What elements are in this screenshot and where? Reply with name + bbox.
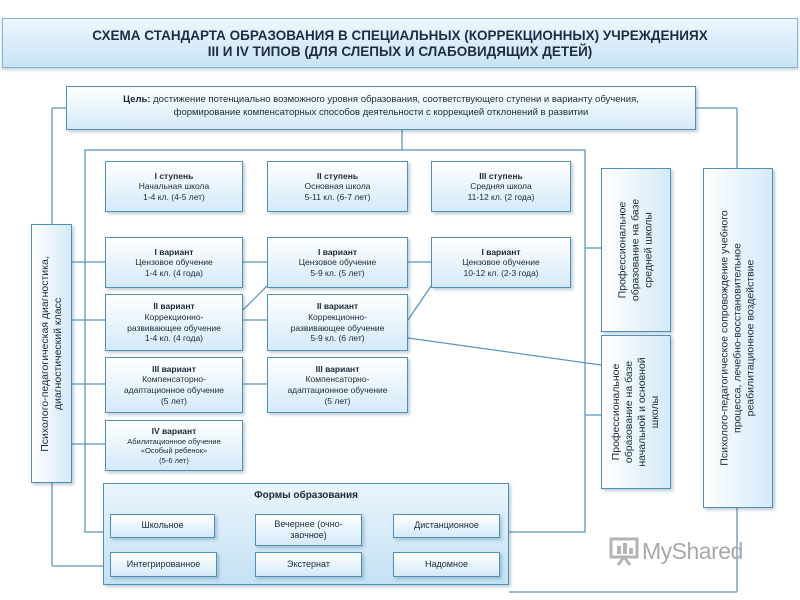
- form-label: Дистанционное: [414, 520, 479, 531]
- variant-name: II вариант: [153, 301, 195, 312]
- variant-line: Компенсаторно-: [305, 374, 370, 385]
- variant-name: I вариант: [317, 246, 357, 257]
- variant-line: Абилитационное обучение: [127, 436, 221, 446]
- prof-top-line-2: образование на базе: [629, 198, 642, 302]
- page-title: СХЕМА СТАНДАРТА ОБРАЗОВАНИЯ В СПЕЦИАЛЬНЫ…: [2, 18, 798, 68]
- stage-years: 5-11 кл. (6-7 лет): [304, 191, 371, 202]
- stage-name: III ступень: [479, 170, 523, 181]
- variant-name: IV вариант: [151, 426, 197, 437]
- form-label: Надомное: [425, 558, 468, 569]
- col1-variant-4-box: IV вариант Абилитационное обучение «Особ…: [105, 420, 243, 471]
- form-evening-box: Вечернее (очно- заочное): [255, 514, 362, 546]
- prof-top-line-3: средней школы: [642, 212, 655, 288]
- goal-line-1: достижение потенциально возможного уровн…: [153, 94, 639, 105]
- col2-variant-1-box: I вариант Цензовое обучение 5-9 кл. (5 л…: [267, 237, 408, 288]
- form-label: Школьное: [141, 520, 184, 531]
- variant-name: II вариант: [316, 301, 359, 312]
- col1-variant-2-box: II вариант Коррекционно- развивающее обу…: [105, 294, 243, 351]
- form-external-box: Экстернат: [255, 552, 362, 577]
- variant-line: 5-9 кл. (5 лет): [310, 267, 365, 278]
- variant-line: (5-6 лет): [159, 455, 189, 465]
- form-label: Экстернат: [287, 558, 330, 569]
- variant-line: 10-12 кл. (2-3 года): [463, 267, 539, 278]
- form-distance-box: Дистанционное: [393, 514, 500, 538]
- col2-variant-3-box: III вариант Компенсаторно- адаптационное…: [267, 357, 408, 413]
- variant-line: Коррекционно-: [144, 311, 204, 322]
- support-line-3: реабилитационное воздействие: [744, 259, 757, 417]
- variant-line: развивающее обучение: [127, 322, 221, 333]
- stage-3-box: III ступень Средняя школа 11-12 кл. (2 г…: [431, 161, 571, 212]
- goal-label: Цель:: [123, 94, 151, 105]
- variant-line: (5 лет): [324, 395, 351, 406]
- variant-name: I вариант: [481, 246, 521, 257]
- form-integrated-box: Интегрированное: [110, 552, 217, 577]
- variant-line: Цензовое обучение: [135, 257, 213, 268]
- stage-1-box: I ступень Начальная школа 1-4 кл. (4-5 л…: [105, 161, 243, 212]
- title-line-1: СХЕМА СТАНДАРТА ОБРАЗОВАНИЯ В СПЕЦИАЛЬНЫ…: [92, 28, 708, 43]
- stage-school: Начальная школа: [138, 181, 210, 192]
- diagnostics-line-1: Психолого-педагогическая диагностика,: [38, 255, 51, 452]
- stage-name: I ступень: [154, 170, 194, 181]
- form-label: заочное): [290, 530, 327, 540]
- variant-name: III вариант: [315, 363, 360, 374]
- diagnostics-line-2: диагностический класс: [51, 297, 64, 410]
- col2-variant-2-box: II вариант Коррекционно- развивающее обу…: [267, 294, 408, 351]
- prof-bottom-line-2: образование на базе: [623, 360, 635, 464]
- prof-top-line-1: Профессиональное: [616, 201, 629, 299]
- watermark-logo: MyShared: [608, 535, 743, 567]
- variant-line: Коррекционно-: [308, 311, 367, 322]
- variant-line: 1-4 кл. (4 года): [144, 333, 204, 344]
- forms-title: Формы образования: [254, 490, 358, 501]
- variant-line: Компенсаторно-: [142, 374, 206, 385]
- stage-years: 11-12 кл. (2 года): [467, 191, 535, 202]
- title-line-2: III И IV ТИПОВ (ДЛЯ СЛЕПЫХ И СЛАБОВИДЯЩИ…: [207, 44, 593, 59]
- variant-line: (5 лет): [160, 395, 188, 406]
- goal-line-2: формирование компенсаторных способов дея…: [173, 107, 589, 118]
- prof-education-secondary-box: Профессиональное образование на базе сре…: [601, 168, 671, 332]
- variant-name: III вариант: [152, 363, 196, 374]
- prof-bottom-line-3: начальной и основной: [636, 357, 648, 467]
- stage-2-box: II ступень Основная школа 5-11 кл. (6-7 …: [267, 161, 408, 212]
- variant-name: I вариант: [154, 246, 194, 257]
- col1-variant-3-box: III вариант Компенсаторно- адаптационное…: [105, 357, 243, 413]
- form-label: Интегрированное: [126, 558, 201, 569]
- stage-name: II ступень: [316, 170, 359, 181]
- variant-line: развивающее обучение: [290, 322, 385, 333]
- diagnostics-box: Психолого-педагогическая диагностика, ди…: [31, 224, 72, 483]
- form-home-box: Надомное: [393, 552, 500, 577]
- watermark-text: MyShared: [642, 537, 743, 564]
- variant-line: Цензовое обучение: [462, 257, 540, 268]
- support-line-1: Психолого-педагогическое сопровождение у…: [718, 210, 731, 466]
- goal-box: Цель: достижение потенциально возможного…: [66, 86, 696, 130]
- form-label: Вечернее (очно-: [274, 518, 343, 529]
- variant-line: 1-4 кл. (4 года): [144, 267, 204, 278]
- prof-bottom-line-4: школы: [649, 395, 661, 429]
- stage-school: Основная школа: [304, 181, 371, 192]
- col1-variant-1-box: I вариант Цензовое обучение 1-4 кл. (4 г…: [105, 237, 243, 288]
- col3-variant-1-box: I вариант Цензовое обучение 10-12 кл. (2…: [431, 237, 571, 288]
- variant-line: адаптационное обучение: [287, 385, 388, 395]
- stage-school: Средняя школа: [470, 181, 532, 192]
- prof-bottom-line-1: Профессиональное: [610, 363, 622, 461]
- form-school-box: Школьное: [110, 514, 215, 538]
- presentation-icon: [609, 537, 639, 566]
- variant-line: адаптационное обучение: [123, 385, 225, 395]
- variant-line: «Особый ребенок»: [140, 446, 208, 456]
- support-box: Психолого-педагогическое сопровождение у…: [703, 168, 773, 508]
- stage-years: 1-4 кл. (4-5 лет): [143, 191, 205, 202]
- variant-line: 5-9 кл. (6 лет): [310, 333, 365, 344]
- prof-education-basic-box: Профессиональное образование на базе нач…: [601, 335, 671, 489]
- support-line-2: процесса, лечебно-восстановительное: [731, 243, 744, 433]
- variant-line: Цензовое обучение: [298, 257, 377, 268]
